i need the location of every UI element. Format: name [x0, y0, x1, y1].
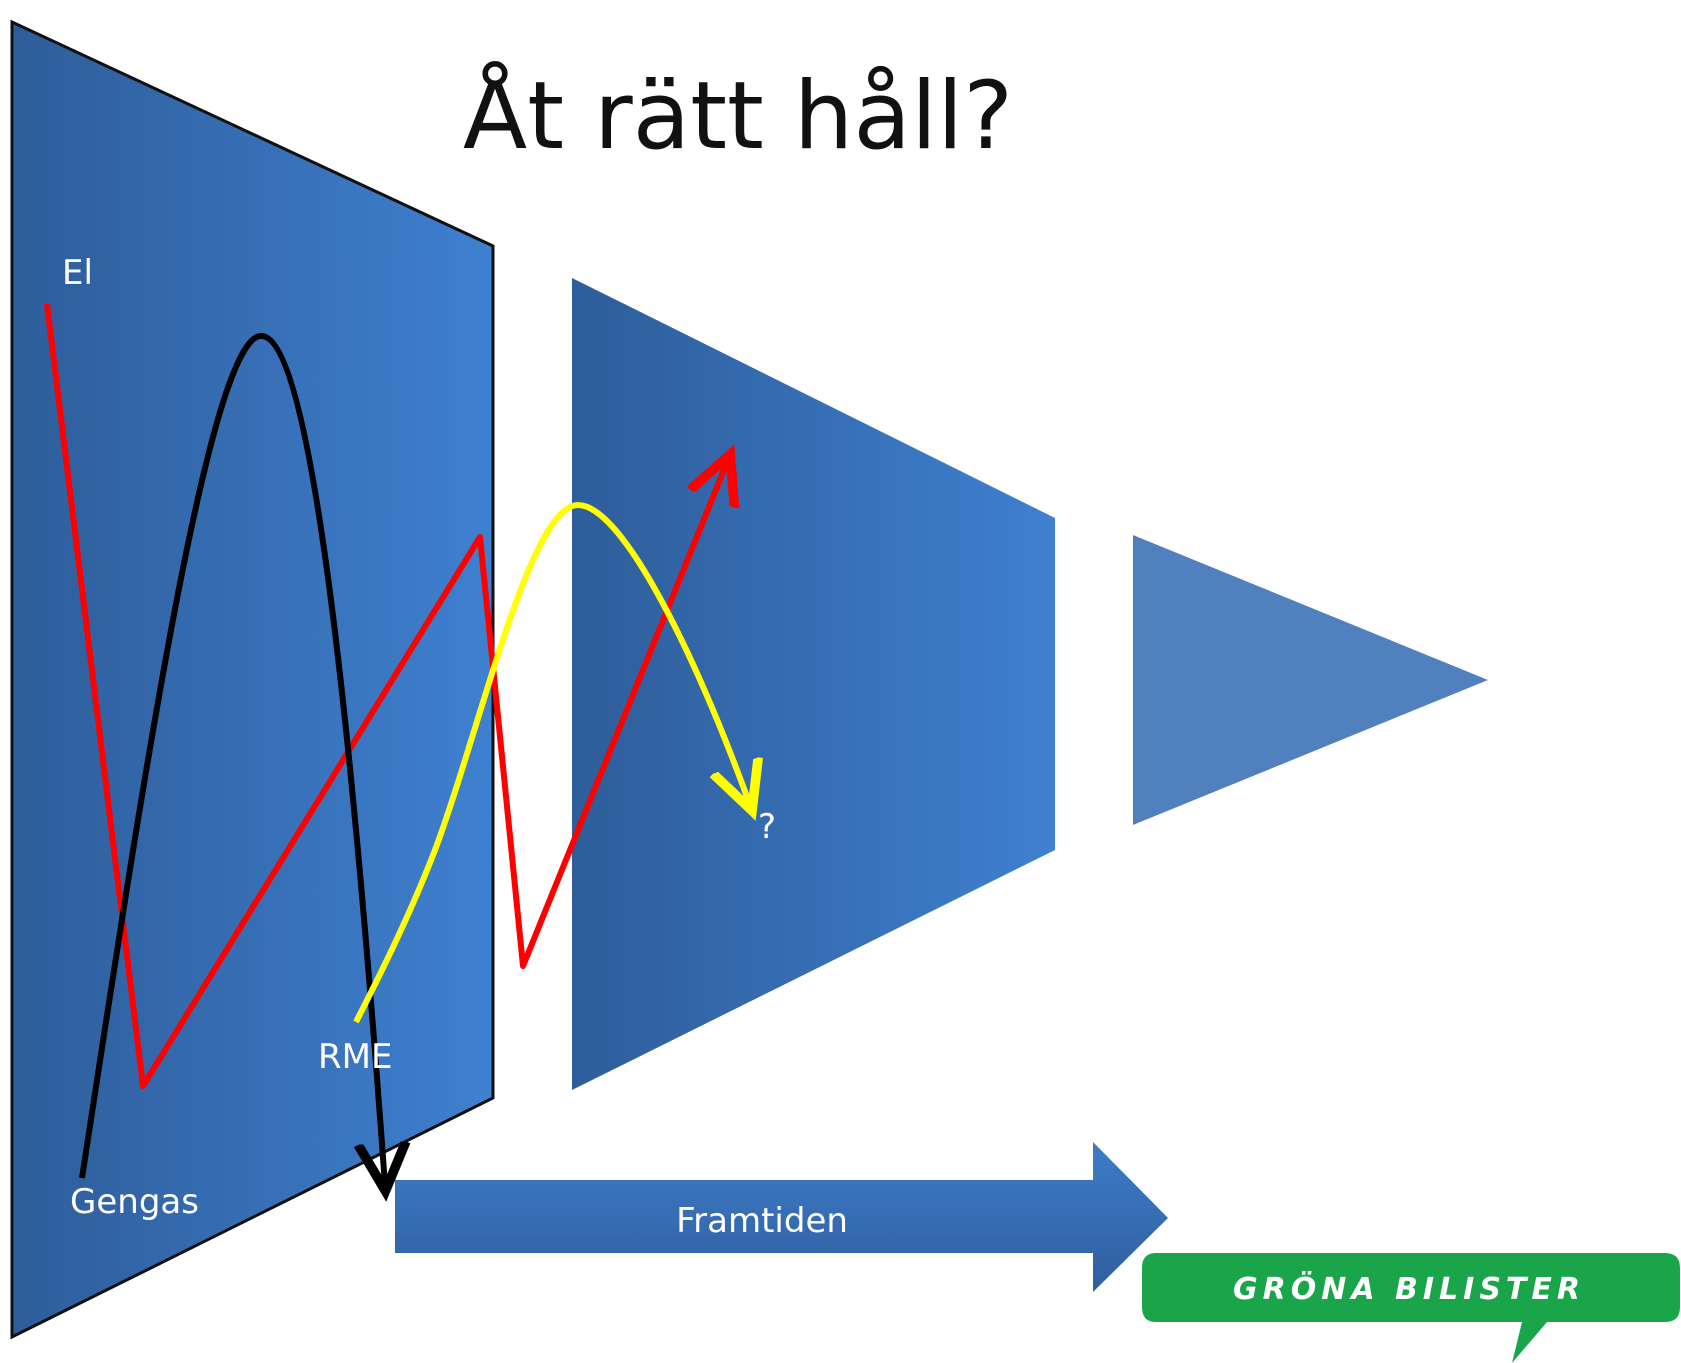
framtiden-label: Framtiden [676, 1201, 848, 1241]
logo-bubble [1142, 1253, 1680, 1363]
slide-title: Åt rätt håll? [463, 60, 1013, 171]
panel-future [1133, 535, 1488, 825]
label-gengas: Gengas [70, 1182, 199, 1222]
panel-past [10, 19, 495, 1340]
gengas-path-line [79, 333, 385, 1185]
label-rme: RME [318, 1037, 392, 1077]
el-path-line [44, 303, 728, 1089]
panel-present [572, 278, 1055, 1090]
label-question: ? [758, 807, 776, 847]
label-el: El [62, 253, 93, 293]
rme-path-line [353, 501, 750, 1024]
grona-bilister-logo: GRÖNA BILISTER [1142, 1253, 1680, 1363]
logo-text: GRÖNA BILISTER [1233, 1270, 1585, 1307]
framtiden-arrow [395, 1142, 1168, 1292]
